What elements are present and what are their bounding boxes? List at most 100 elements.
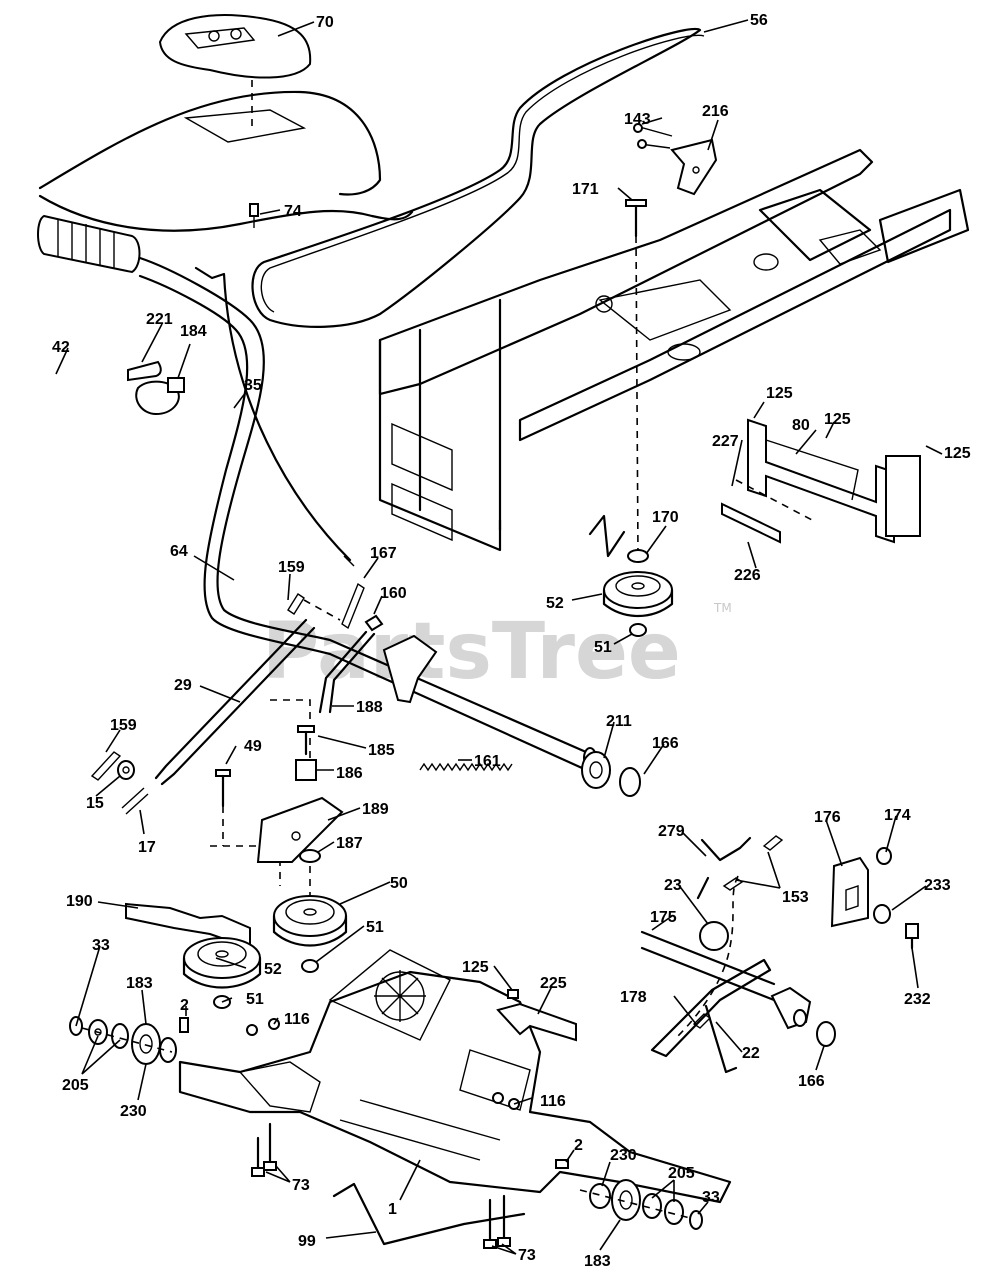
callout-161: 161	[474, 753, 501, 770]
callout-64: 64	[170, 543, 188, 560]
callout-116-b: 116	[540, 1093, 566, 1110]
callout-116-a: 116	[284, 1011, 310, 1028]
part-125-bolt-lower	[507, 989, 519, 999]
part-116-bolts-right	[492, 1092, 520, 1110]
callout-1: 1	[388, 1201, 397, 1218]
callout-74: 74	[284, 203, 302, 220]
part-51-nut-mid	[301, 959, 319, 973]
part-153-clips	[722, 835, 784, 891]
callout-52-b: 52	[264, 961, 282, 978]
part-80-bracket	[747, 418, 921, 544]
part-189-plate	[256, 796, 344, 863]
part-184-knob	[135, 377, 185, 416]
part-73-bolts-right	[483, 1194, 511, 1249]
part-2-key-right	[555, 1159, 569, 1169]
callout-183-a: 183	[126, 975, 153, 992]
part-166-clip	[619, 767, 641, 797]
part-22-arm	[650, 958, 772, 1074]
callout-226: 226	[734, 567, 761, 584]
callout-15: 15	[86, 795, 104, 812]
callout-167: 167	[370, 545, 397, 562]
fender	[38, 90, 414, 232]
callout-73-b: 73	[518, 1247, 536, 1264]
callout-23: 23	[664, 877, 682, 894]
callout-159-a: 159	[278, 559, 305, 576]
callout-143: 143	[624, 111, 651, 128]
part-185-bolt	[297, 725, 315, 756]
part-221-pin	[127, 360, 162, 382]
part-99-rod	[332, 1182, 526, 1246]
callout-185: 185	[368, 742, 395, 759]
part-230-washer-right	[589, 1183, 611, 1209]
callout-171: 171	[572, 181, 599, 198]
callout-160: 160	[380, 585, 407, 602]
part-233-washer	[873, 904, 891, 924]
part-176-bracket	[830, 856, 869, 928]
callout-170: 170	[652, 509, 679, 526]
part-15-washer	[117, 760, 135, 780]
bent-rod	[588, 514, 626, 558]
callout-70: 70	[316, 14, 334, 31]
part-159-pin-left	[90, 751, 122, 781]
callout-51-a: 51	[594, 639, 612, 656]
part-186-spacer	[295, 759, 317, 781]
part-52-pulley-lower	[182, 937, 262, 989]
watermark: PartsTree	[262, 607, 681, 697]
part-2-key-left	[179, 1017, 189, 1033]
part-183-wheel-bushing-right	[611, 1179, 641, 1221]
part-29-rod	[154, 618, 316, 786]
callout-2-b: 2	[574, 1137, 583, 1154]
callout-125-c: 125	[944, 445, 971, 462]
callout-29: 29	[174, 677, 192, 694]
callout-186: 186	[336, 765, 363, 782]
part-1-transaxle	[178, 949, 732, 1204]
part-166-clip-right	[816, 1021, 836, 1047]
part-230-washer-left	[159, 1037, 177, 1063]
callout-166-a: 166	[652, 735, 679, 752]
callout-184: 184	[180, 323, 207, 340]
callout-230-b: 230	[610, 1147, 637, 1164]
callout-174: 174	[884, 807, 911, 824]
part-70-shift-plate	[158, 14, 312, 79]
callout-33-b: 33	[702, 1189, 720, 1206]
callout-33-a: 33	[92, 937, 110, 954]
part-73-bolts-left	[251, 1122, 277, 1177]
callout-125-a: 125	[766, 385, 793, 402]
callout-187: 187	[336, 835, 363, 852]
part-171-bolt	[625, 199, 647, 238]
callout-205-a: 205	[62, 1077, 89, 1094]
callout-279: 279	[658, 823, 685, 840]
callout-22: 22	[742, 1045, 760, 1062]
part-187-washer	[299, 849, 321, 863]
callout-42: 42	[52, 339, 70, 356]
part-143-screw	[633, 123, 673, 149]
callout-221: 221	[146, 311, 173, 328]
callout-190: 190	[66, 893, 93, 910]
callout-51-b: 51	[366, 919, 384, 936]
callout-labels: 70 56 143 216 74 171 221 184 42 35 125 8…	[52, 12, 971, 1270]
callout-52-a: 52	[546, 595, 564, 612]
callout-125-b: 125	[824, 411, 851, 428]
part-23-hole	[699, 921, 729, 951]
callout-211: 211	[606, 713, 632, 730]
callout-176: 176	[814, 809, 841, 826]
callout-56: 56	[750, 12, 768, 29]
part-161-spring	[419, 762, 513, 772]
callout-35: 35	[244, 377, 262, 394]
part-170-washer	[627, 549, 649, 563]
callout-166-b: 166	[798, 1073, 825, 1090]
part-175-shaft	[640, 930, 776, 1002]
callout-99: 99	[298, 1233, 316, 1250]
part-188-link	[318, 630, 376, 714]
callout-159-b: 159	[110, 717, 137, 734]
part-190-bracket	[125, 902, 251, 950]
callout-73-a: 73	[292, 1177, 310, 1194]
callout-189: 189	[362, 801, 389, 818]
part-52-pulley-upper	[602, 571, 674, 617]
callout-125-d: 125	[462, 959, 489, 976]
callout-49: 49	[244, 738, 262, 755]
hub-assembly	[770, 986, 812, 1030]
callout-2-a: 2	[180, 997, 189, 1014]
watermark-trademark: TM	[713, 601, 732, 615]
leader-lines	[55, 19, 943, 1255]
